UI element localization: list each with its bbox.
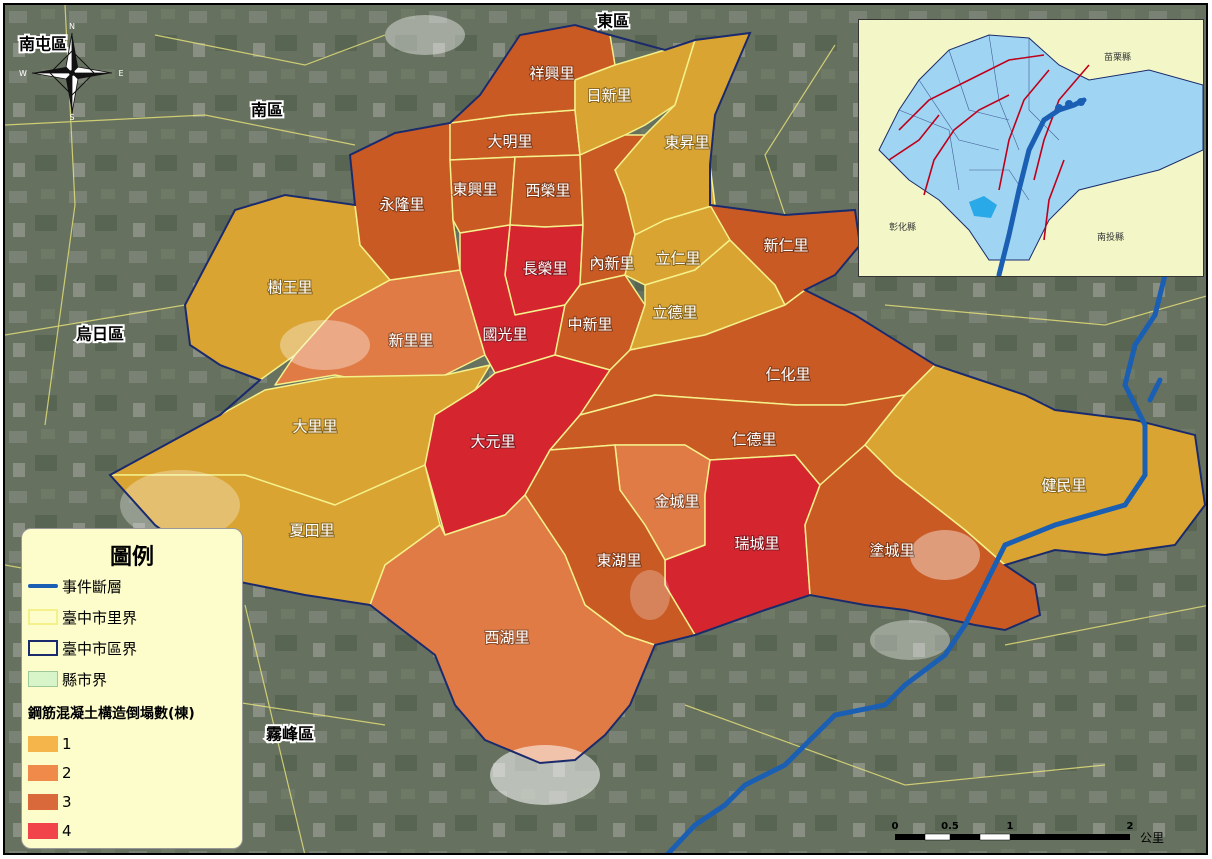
village-label: 國光里 (482, 326, 527, 344)
district-boundary-swatch (28, 640, 58, 656)
legend-panel: 圖例 事件斷層 臺中市里界 臺中市區界 縣市界 鋼筋混凝土構造倒塌數(棟) 1 … (21, 528, 243, 849)
scale-tick-2: 2 (1127, 821, 1134, 832)
inset-label-miaoli: 苗栗縣 (1104, 52, 1131, 63)
legend-row-fault: 事件斷層 (28, 575, 122, 597)
scale-tick-1: 1 (1007, 821, 1014, 832)
fault-line-segment (1147, 377, 1163, 403)
compass-w: W (19, 69, 27, 78)
legend-row-class-1: 1 (28, 733, 72, 755)
legend-row-district-boundary: 臺中市區界 (28, 637, 137, 659)
inset-map-graphic: 苗栗縣 彰化縣 南投縣 (859, 20, 1203, 276)
county-boundary-swatch (28, 671, 58, 687)
inset-label-nantou: 南投縣 (1097, 231, 1124, 243)
village-label: 仁化里 (765, 366, 810, 384)
scale-unit: 公里 (1140, 831, 1164, 845)
legend-row-village-boundary: 臺中市里界 (28, 606, 137, 628)
compass-n: N (69, 22, 75, 31)
legend-label-district-boundary: 臺中市區界 (62, 639, 138, 658)
fault-line (665, 272, 1168, 853)
village-label: 西湖里 (484, 629, 529, 647)
village-label: 仁德里 (731, 431, 776, 449)
map-frame: 東區 南屯區 南區 烏日區 霧峰區 祥興里 日新里 東昇里 大明里 東興里 西榮… (3, 3, 1208, 855)
scale-tick-0-5: 0.5 (941, 821, 959, 832)
class-3-swatch (28, 794, 58, 810)
legend-label-class-4: 4 (62, 822, 72, 840)
inset-label-changhua: 彰化縣 (889, 221, 916, 233)
village-label: 金城里 (654, 493, 699, 511)
district-label-東區: 東區 (597, 12, 629, 31)
district-boundary (108, 23, 1206, 765)
village-label: 新里里 (388, 332, 433, 350)
compass-rose-icon: N S E W (19, 22, 123, 121)
legend-label-class-2: 2 (62, 764, 72, 782)
legend-row-county-boundary: 縣市界 (28, 668, 107, 690)
legend-row-class-3: 3 (28, 791, 72, 813)
legend-row-class-2: 2 (28, 762, 72, 784)
village-label: 中新里 (567, 316, 612, 334)
village-area-內新里[interactable] (579, 134, 646, 286)
legend-label-class-1: 1 (62, 735, 72, 753)
district-label-烏日區: 烏日區 (76, 325, 124, 344)
legend-label-class-3: 3 (62, 793, 72, 811)
legend-row-class-4: 4 (28, 820, 72, 842)
village-label: 日新里 (586, 87, 631, 105)
scale-tick-0: 0 (892, 821, 899, 832)
village-label: 永隆里 (379, 196, 424, 214)
compass-e: E (118, 69, 123, 78)
fault-line-swatch (28, 584, 58, 588)
village-label: 西榮里 (525, 182, 570, 200)
legend-label-village-boundary: 臺中市里界 (62, 608, 138, 627)
legend-label-fault: 事件斷層 (62, 577, 123, 596)
legend-title: 圖例 (109, 545, 154, 570)
village-label: 大明里 (487, 133, 532, 151)
village-label: 樹王里 (267, 279, 312, 297)
village-label: 健民里 (1041, 477, 1086, 495)
class-1-swatch (28, 736, 58, 752)
scale-bar: 0 0.5 1 2 公里 (892, 821, 1165, 845)
district-label-南屯區: 南屯區 (19, 35, 67, 54)
legend-subtitle: 鋼筋混凝土構造倒塌數(棟) (28, 706, 195, 722)
village-label: 大里里 (292, 418, 337, 436)
village-label: 夏田里 (289, 522, 334, 540)
class-4-swatch (28, 823, 58, 839)
village-area-日新里[interactable] (574, 39, 696, 156)
village-label: 新仁里 (763, 237, 808, 255)
district-label-南區: 南區 (251, 101, 283, 120)
village-label: 塗城里 (869, 542, 914, 560)
district-label-霧峰區: 霧峰區 (266, 725, 314, 744)
village-label: 大元里 (470, 433, 515, 451)
village-label: 東昇里 (664, 134, 709, 152)
inset-map: 苗栗縣 彰化縣 南投縣 (858, 19, 1204, 277)
village-label: 東湖里 (596, 552, 641, 570)
village-polygons[interactable] (109, 24, 1206, 764)
village-label: 立仁里 (655, 250, 700, 268)
village-label: 祥興里 (529, 65, 574, 83)
village-label: 東興里 (452, 181, 497, 199)
village-label: 長榮里 (522, 260, 567, 278)
village-label: 內新里 (589, 255, 634, 273)
inset-taichung-area (878, 34, 1203, 261)
compass-s: S (69, 113, 74, 121)
village-boundary-swatch (28, 609, 58, 625)
legend-label-county-boundary: 縣市界 (62, 670, 108, 689)
class-2-swatch (28, 765, 58, 781)
village-label: 立德里 (652, 304, 697, 322)
village-label: 瑞城里 (734, 535, 779, 553)
